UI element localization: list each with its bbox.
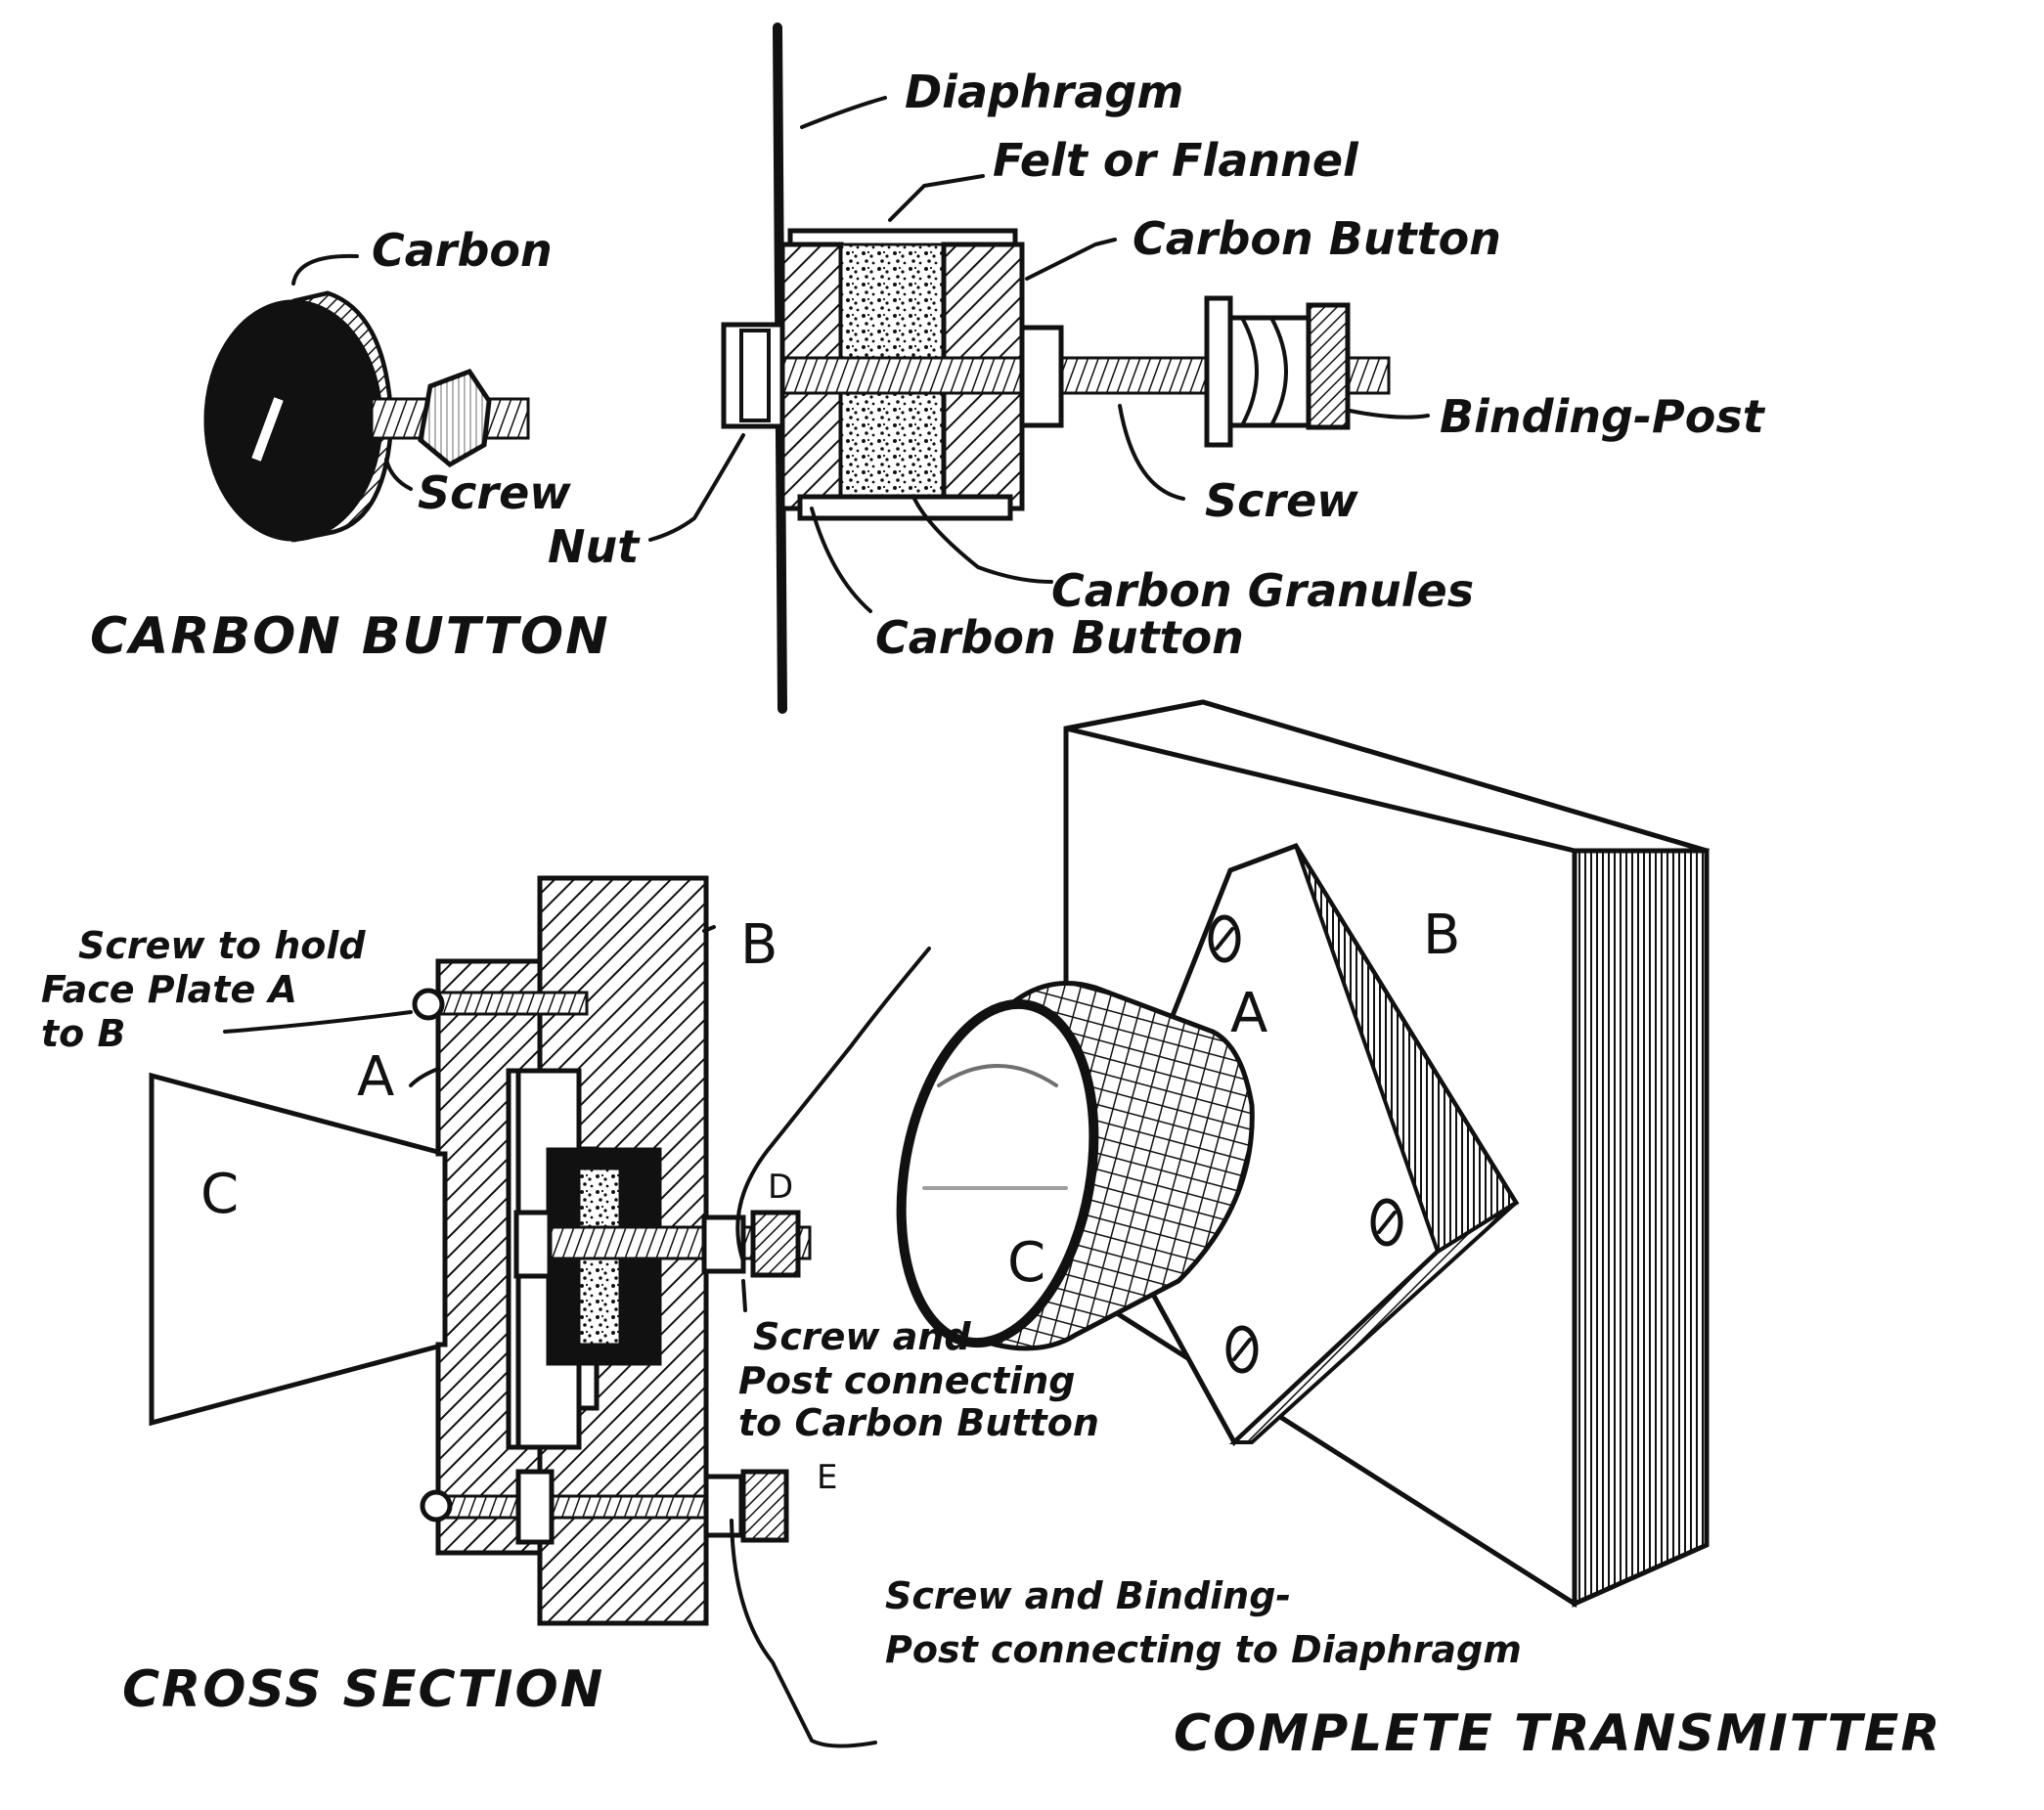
wire-e — [730, 1519, 877, 1748]
titles: CARBON BUTTON CROSS SECTION COMPLETE TRA… — [90, 607, 1942, 1763]
cs-label-e: E — [817, 1458, 837, 1497]
carbon-button-assembly — [721, 22, 1391, 714]
label-screw-to-hold-3: to B — [41, 1012, 125, 1055]
label-screw-and-post-3: to Carbon Button — [738, 1401, 1099, 1444]
labels: Diaphragm Felt or Flannel Carbon Carbon … — [41, 66, 1766, 1671]
label-felt-or-flannel: Felt or Flannel — [993, 134, 1359, 187]
title-cross-section: CROSS SECTION — [122, 1660, 604, 1719]
title-carbon-button: CARBON BUTTON — [90, 607, 610, 666]
ct-label-a: A — [1230, 982, 1267, 1045]
label-carbon-button-top: Carbon Button — [1133, 212, 1501, 265]
mouthpiece-c — [149, 1072, 448, 1427]
mouthpiece-opening — [896, 998, 1099, 1348]
cross-section-figure — [149, 875, 931, 1748]
cs-label-b: B — [740, 913, 778, 977]
title-complete-transmitter: COMPLETE TRANSMITTER — [1174, 1704, 1942, 1763]
label-carbon-button-bottom: Carbon Button — [875, 611, 1244, 664]
cs-label-d: D — [768, 1168, 793, 1207]
label-nut: Nut — [548, 520, 641, 573]
binding-post-washer — [1204, 295, 1233, 448]
label-carbon-granules: Carbon Granules — [1051, 564, 1474, 617]
label-carbon: Carbon — [372, 224, 553, 277]
label-screw-to-hold-1: Screw to hold — [78, 924, 366, 967]
block-b-side — [1572, 848, 1710, 1608]
label-binding-post: Binding-Post — [1440, 390, 1766, 443]
screw-e — [443, 1494, 750, 1520]
ct-label-b: B — [1423, 904, 1460, 967]
label-screw-binding-2: Post connecting to Diaphragm — [885, 1628, 1522, 1671]
right-nut — [1019, 325, 1064, 428]
cs-label-a: A — [357, 1045, 394, 1109]
label-diaphragm: Diaphragm — [905, 66, 1183, 118]
label-screw-right: Screw — [1205, 474, 1358, 527]
ct-label-c: C — [1007, 1231, 1045, 1295]
cs-label-c: C — [200, 1163, 239, 1226]
label-screw-binding-1: Screw and Binding- — [885, 1574, 1291, 1617]
label-screw-and-post-1: Screw and — [753, 1315, 971, 1358]
carbon-button-figure — [203, 290, 530, 543]
top-screw — [428, 991, 589, 1016]
label-screw-left: Screw — [418, 466, 571, 519]
leader-lines — [223, 96, 1430, 1312]
label-screw-to-hold-2: Face Plate A — [41, 968, 297, 1011]
wire-d — [735, 947, 931, 1263]
label-screw-and-post-2: Post connecting — [738, 1359, 1075, 1402]
complete-transmitter-figure — [896, 699, 1710, 1609]
